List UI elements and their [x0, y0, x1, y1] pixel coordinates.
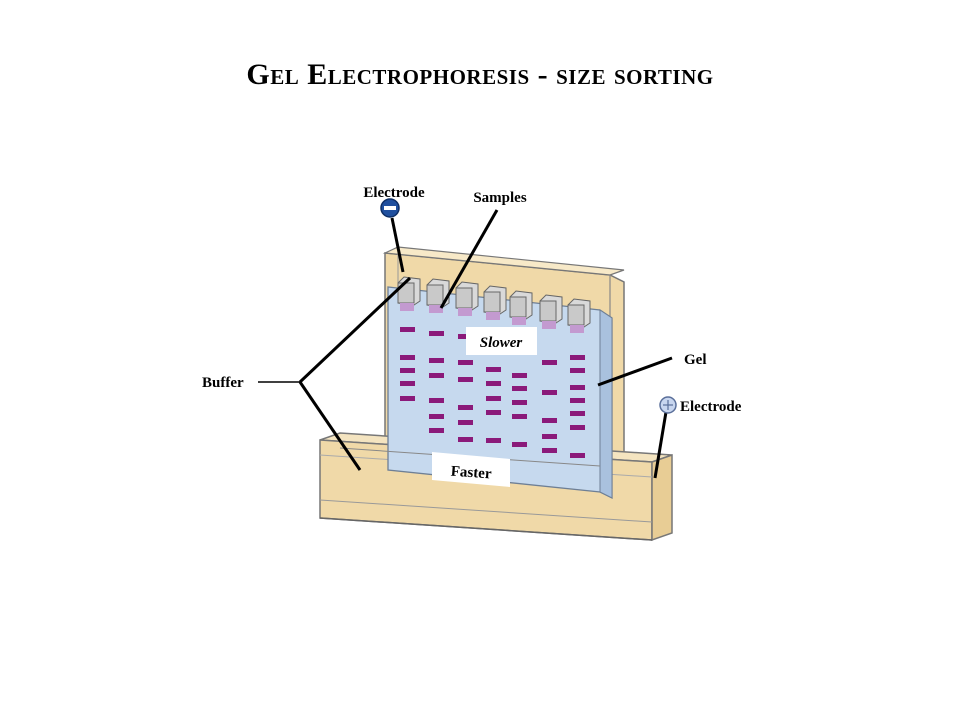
dna-band — [542, 434, 557, 439]
gel-leader — [597, 356, 673, 387]
dna-band — [400, 381, 415, 386]
leader-lines — [258, 209, 673, 479]
gel-label: Gel — [684, 352, 707, 368]
dna-band — [400, 368, 415, 373]
dna-band — [570, 398, 585, 403]
sample-well — [539, 294, 563, 329]
dna-band — [429, 428, 444, 433]
buffer-label: Buffer — [202, 375, 244, 391]
dna-band — [486, 396, 501, 401]
sample-wells — [397, 276, 591, 333]
svg-text:Faster: Faster — [450, 464, 492, 483]
dna-band — [400, 327, 415, 332]
electrode-top-leader — [390, 217, 405, 273]
dna-band — [512, 442, 527, 447]
samples-leader — [439, 209, 499, 309]
dna-band — [429, 373, 444, 378]
sample-well — [483, 285, 507, 320]
plus-sign-icon — [659, 396, 677, 414]
electrode-top-label: Electrode — [363, 185, 425, 201]
dna-band — [400, 355, 415, 360]
dna-band — [512, 400, 527, 405]
dna-band — [570, 368, 585, 373]
slower-label: Slower — [466, 327, 537, 355]
sample-well — [455, 281, 479, 316]
dna-band — [570, 425, 585, 430]
gel-slab — [387, 286, 613, 500]
dna-band — [429, 331, 444, 336]
dna-bands — [400, 327, 585, 458]
dna-band — [429, 414, 444, 419]
dna-band — [570, 355, 585, 360]
dna-band — [486, 410, 501, 415]
dna-band — [570, 453, 585, 458]
electrode-right-label: Electrode — [680, 399, 742, 415]
buffer-leader-upper — [298, 276, 412, 384]
dna-band — [486, 367, 501, 372]
dna-band — [542, 390, 557, 395]
sample-well — [426, 278, 450, 313]
svg-text:Slower: Slower — [480, 335, 523, 351]
dna-band — [570, 385, 585, 390]
samples-label: Samples — [473, 190, 527, 206]
dna-band — [458, 420, 473, 425]
electrode-right-leader — [653, 411, 668, 479]
dna-band — [542, 418, 557, 423]
sample-well — [509, 290, 533, 325]
dna-band — [512, 373, 527, 378]
dna-band — [458, 405, 473, 410]
dna-band — [486, 381, 501, 386]
dna-band — [458, 437, 473, 442]
minus-sign-icon — [380, 198, 400, 218]
faster-label: Faster — [432, 452, 510, 487]
dna-band — [542, 360, 557, 365]
sample-well — [567, 298, 591, 333]
buffer-leader-lower — [298, 381, 362, 471]
dna-band — [486, 438, 501, 443]
dna-band — [458, 334, 473, 339]
dna-band — [570, 411, 585, 416]
dna-band — [512, 414, 527, 419]
dna-band — [429, 358, 444, 363]
dna-band — [458, 377, 473, 382]
dna-band — [542, 448, 557, 453]
dna-band — [458, 360, 473, 365]
dna-band — [429, 398, 444, 403]
dna-band — [512, 386, 527, 391]
dna-band — [400, 396, 415, 401]
page-title: Gel Electrophoresis - size sorting — [246, 58, 714, 91]
